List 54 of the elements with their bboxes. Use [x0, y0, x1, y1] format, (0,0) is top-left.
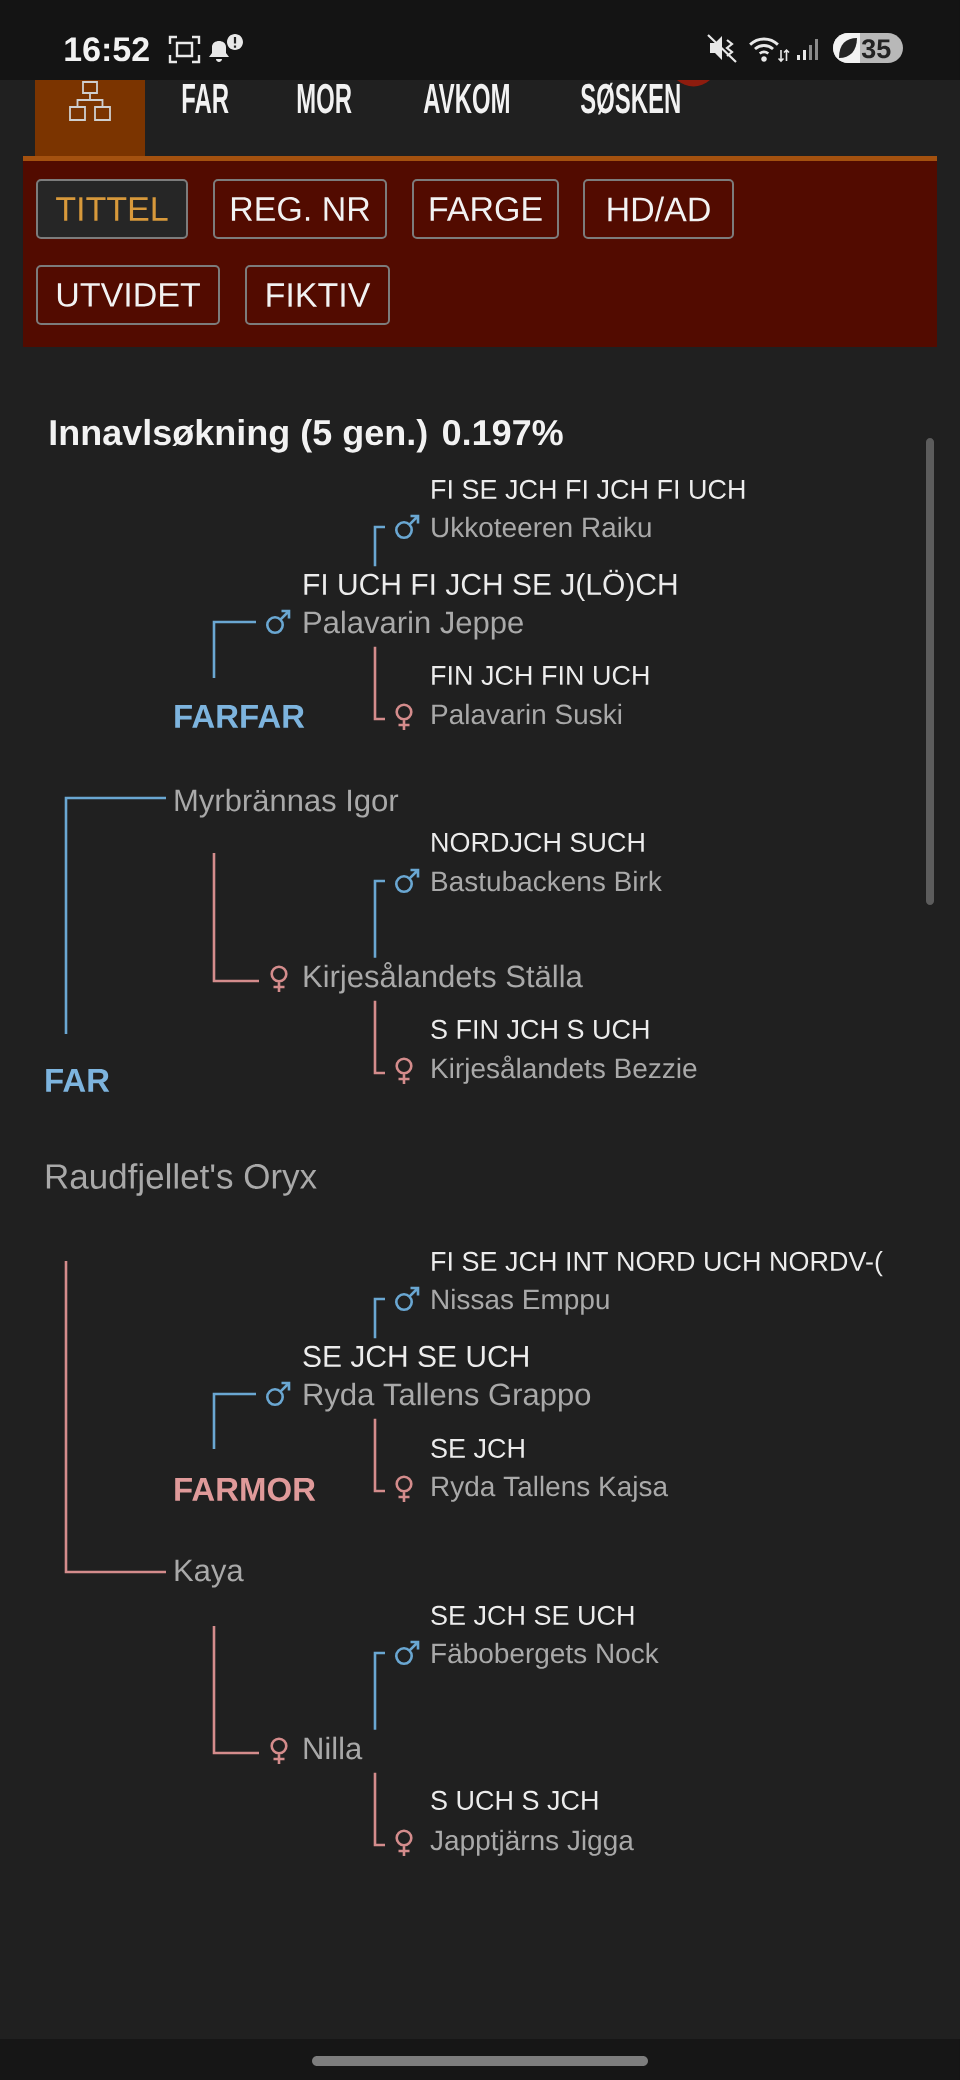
toggle-button: TITTEL — [36, 179, 188, 239]
tab-label: AVKOM — [423, 83, 509, 114]
dog-name: Myrbrännas Igor — [175, 788, 399, 818]
dog-name: Bastubackens Birk — [432, 870, 662, 892]
tab-label: MOR — [297, 83, 352, 114]
dog-name: Kaya — [175, 1559, 244, 1588]
champion-titles: S FIN JCH S UCH — [431, 1019, 649, 1039]
dog-name: Raudfjellet's Oryx — [46, 1163, 317, 1196]
bracket-line — [373, 1772, 385, 1847]
champion-titles: SE JCH SE UCH — [431, 1605, 634, 1625]
bracket-line — [212, 620, 256, 678]
dog-name: Kirjesålandets Ställa — [304, 962, 583, 994]
bracket-line — [373, 879, 385, 958]
champion-titles: FI UCH FI JCH SE J(LÖ)CH — [304, 569, 677, 601]
clock-time: 16:52 — [65, 37, 149, 62]
dog-name: Ryda Tallens Grappo — [304, 1382, 591, 1412]
bracket-line — [373, 1651, 385, 1730]
toggle-button: HD/AD — [583, 179, 734, 239]
bracket-line — [64, 796, 166, 1034]
heading: Innavlsøkning (5 gen.) 0.197% — [50, 418, 563, 453]
dog-name: Kirjesålandets Bezzie — [432, 1055, 697, 1084]
toggle-button: FARGE — [412, 179, 559, 239]
bracket-line — [64, 1261, 166, 1574]
tab-label: SØSKEN — [580, 82, 680, 115]
dog-name: Ryda Tallens Kajsa — [432, 1475, 669, 1502]
bracket-line — [373, 525, 385, 567]
toggle-button: REG. NR — [213, 179, 387, 239]
toggle-button: FIKTIV — [245, 265, 390, 325]
relation-heading: FAR — [46, 1069, 110, 1092]
bracket-line — [212, 853, 259, 983]
champion-titles: FI SE JCH FI JCH FI UCH — [432, 479, 745, 499]
bracket-line — [373, 1000, 385, 1075]
dog-name: Nissas Emppu — [432, 1288, 609, 1315]
champion-titles: NORDJCH SUCH — [432, 832, 644, 852]
toggle-button: UTVIDET — [36, 265, 220, 325]
champion-titles: FIN JCH FIN UCH — [432, 665, 649, 685]
dog-name: Palavarin Jeppe — [304, 610, 523, 640]
dog-name: Palavarin Suski — [432, 703, 622, 725]
champion-titles: SE JCH — [431, 1438, 524, 1458]
bracket-line — [373, 646, 385, 721]
dog-name: Nilla — [304, 1736, 363, 1760]
bracket-line — [212, 1626, 259, 1755]
champion-titles: FI SE JCH INT NORD UCH NORDV-( — [432, 1251, 883, 1277]
dog-name: Japptjärns Jigga — [430, 1829, 634, 1856]
relation-heading: FARFAR — [175, 705, 305, 728]
bracket-line — [212, 1392, 256, 1449]
champion-titles: SE JCH SE UCH — [303, 1345, 528, 1368]
tab-label: FAR — [182, 84, 229, 113]
bracket-line — [373, 1297, 385, 1339]
relation-heading: FARMOR — [175, 1477, 316, 1502]
bracket-line — [373, 1418, 385, 1493]
champion-titles: S UCH S JCH — [431, 1790, 598, 1810]
dog-name: Fäbobergets Nock — [432, 1642, 659, 1669]
dog-name: Ukkoteeren Raiku — [432, 516, 651, 538]
